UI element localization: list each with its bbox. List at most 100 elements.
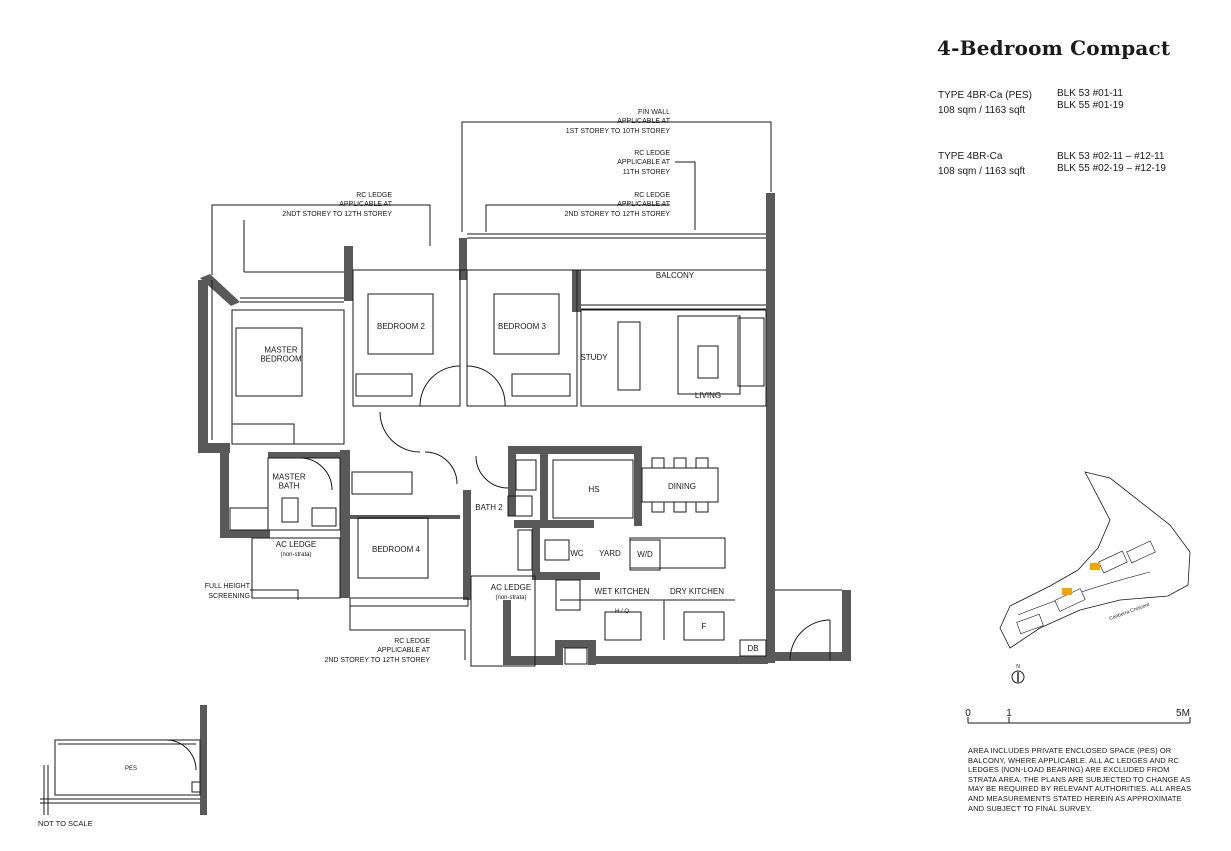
mb-toilet: [281, 497, 299, 523]
rc11-leader: [675, 161, 696, 230]
pes-label: PES: [125, 766, 137, 772]
ac-ledge-2: [470, 575, 536, 667]
label-wd: W/D: [637, 550, 653, 559]
screening-leader: [250, 589, 299, 600]
highlight-unit: [1090, 563, 1100, 570]
north-label: N: [1016, 664, 1020, 670]
master-bath-outline: [267, 457, 341, 531]
wall-acledge2: [503, 600, 511, 665]
wall-kitchen-s5: [588, 656, 768, 664]
door-swing: [466, 365, 506, 407]
label-ho: H / O: [615, 609, 629, 615]
label-fridge: F: [702, 622, 707, 631]
wet-sink: [555, 579, 581, 611]
db-box: [739, 639, 767, 657]
label-ac-ledge-2-sub: (non-strata): [495, 595, 526, 601]
wall-mb-top: [268, 452, 340, 458]
ledge-box: [564, 647, 588, 665]
rc-top-1: RC LEDGE: [634, 192, 670, 199]
unit-type-1-name: TYPE 4BR-Ca (PES): [938, 90, 1032, 101]
door-swing: [789, 619, 831, 661]
chair: [673, 501, 687, 513]
chair: [673, 457, 687, 469]
wall-wc-b: [532, 572, 600, 580]
label-hs: HS: [588, 485, 599, 494]
label-bedroom4: BEDROOM 4: [372, 545, 421, 554]
wall-east: [766, 193, 775, 663]
wall-southeast: [775, 652, 851, 661]
fridge-box: [683, 611, 725, 641]
screening-1: FULL HEIGHT: [205, 583, 251, 590]
wall-kitchen-s3: [555, 640, 595, 648]
wall-core-top: [508, 446, 642, 454]
wall-top-2: [459, 238, 467, 280]
label-bedroom2: BEDROOM 2: [377, 322, 426, 331]
hs-room: [552, 459, 634, 519]
label-ac-ledge-1-sub: (non-strata): [280, 552, 311, 558]
door-swing: [424, 451, 458, 485]
doors: [299, 365, 831, 661]
wall-core-west: [508, 446, 516, 516]
wall-bath2-w: [463, 490, 471, 600]
block: [1016, 613, 1044, 635]
pes-area: [54, 739, 201, 796]
wall-core-east: [634, 446, 642, 526]
rc-bottom-3: 2ND STOREY TO 12TH STOREY: [324, 657, 430, 664]
door-swing: [299, 457, 333, 491]
disclaimer-note: Area includes private enclosed space (PE…: [968, 746, 1192, 813]
walls: [198, 193, 851, 665]
rc-top-3: 2ND STOREY TO 12TH STOREY: [564, 211, 670, 218]
unit-type-1-blocks: BLK 53 #01-11 BLK 55 #01-19: [1057, 88, 1124, 112]
pes-box: [191, 781, 201, 793]
label-ac-ledge-1: AC LEDGE: [276, 540, 316, 549]
rc-bottom-1: RC LEDGE: [394, 638, 430, 645]
label-wc: WC: [570, 549, 584, 558]
label-bath2: BATH 2: [475, 503, 503, 512]
unit-type-1-area: 108 sqm / 1163 sqft: [938, 105, 1026, 116]
fin-wall-3: 1ST STOREY TO 10TH STOREY: [566, 128, 671, 135]
block-line: BLK 53 #01-11: [1057, 88, 1123, 99]
wc-shower: [517, 529, 533, 571]
label-bedroom3: BEDROOM 3: [498, 322, 547, 331]
wardrobe: [355, 373, 413, 397]
wall-nw: [200, 274, 240, 306]
chair: [651, 501, 665, 513]
not-to-scale-caption: NOT TO SCALE: [38, 819, 93, 828]
scale-label-1: 1: [1006, 708, 1012, 719]
mb-shower: [229, 507, 269, 531]
wall-b4-west: [340, 450, 350, 598]
mb-basin: [311, 507, 337, 527]
wardrobe: [511, 373, 571, 397]
wall-kitchen-s2: [555, 640, 563, 665]
block: [1126, 540, 1156, 564]
site-boundary: [999, 471, 1191, 649]
label-wet-kitchen: WET KITCHEN: [595, 587, 650, 596]
wd-box: [629, 539, 661, 571]
site-road: [1017, 571, 1151, 616]
label-ac-ledge-2: AC LEDGE: [491, 583, 531, 592]
rc11-3: 11TH STOREY: [623, 169, 671, 176]
wardrobe: [231, 423, 295, 445]
unit-type-2-name: TYPE 4BR-Ca: [938, 151, 1003, 162]
pes-inset: PES: [40, 705, 207, 815]
page-title: 4-Bedroom Compact: [937, 36, 1171, 60]
door-swing: [419, 365, 461, 407]
fin-wall-leader: [461, 121, 772, 232]
unit-type-2-area: 108 sqm / 1163 sqft: [938, 166, 1026, 177]
bed-master: [235, 327, 303, 397]
wardrobe: [351, 471, 413, 495]
rc-left-3: 2NDT STOREY TO 12TH STOREY: [282, 211, 392, 218]
wall-top-1: [344, 246, 353, 301]
label-study: STUDY: [580, 353, 608, 362]
rc11-2: APPLICABLE AT: [617, 159, 671, 166]
north-arrow-icon: [1011, 670, 1025, 684]
wall-b4-top: [350, 515, 460, 519]
chair: [695, 501, 709, 513]
leaders: [211, 121, 772, 660]
rc11-1: RC LEDGE: [634, 150, 670, 157]
screening-2: SCREENING: [208, 593, 250, 600]
bath2-basin: [515, 459, 537, 491]
site-plan: Canberra Crescent N: [999, 471, 1191, 684]
